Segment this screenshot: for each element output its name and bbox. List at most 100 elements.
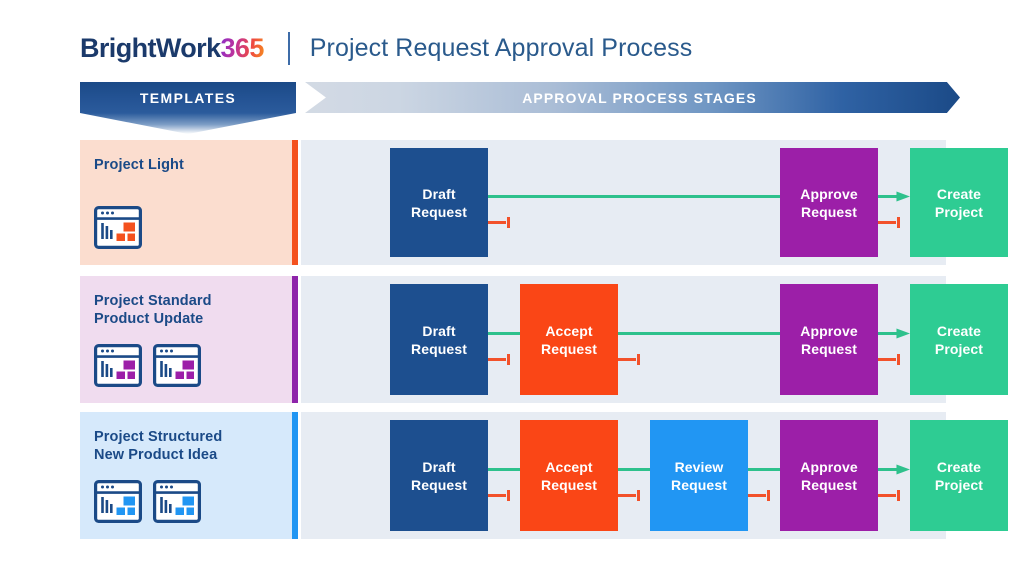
reject-line bbox=[488, 494, 506, 497]
connector-line bbox=[618, 332, 780, 335]
reject-terminator bbox=[897, 490, 900, 501]
dashboard-window-icon bbox=[94, 480, 142, 523]
stage-label-line: Draft bbox=[422, 185, 456, 202]
logo-wordmark: BrightWork bbox=[80, 32, 221, 63]
stage-label-line: Request bbox=[411, 476, 467, 493]
template-icons bbox=[94, 480, 201, 523]
stage-label-line: Request bbox=[801, 203, 857, 220]
stage-label-line: Accept bbox=[545, 458, 593, 475]
template-name-line: New Product Idea bbox=[94, 447, 218, 463]
templates-banner-body: TEMPLATES bbox=[80, 82, 296, 113]
stage-label-line: Request bbox=[801, 476, 857, 493]
stage-label-line: Review bbox=[674, 458, 724, 475]
template-cell[interactable]: Project Light bbox=[80, 140, 292, 265]
template-name-line: Product Update bbox=[94, 311, 204, 327]
stage-label-line: Project bbox=[934, 340, 984, 357]
header-divider bbox=[287, 31, 290, 65]
reject-line bbox=[488, 221, 506, 224]
dashboard-window-icon bbox=[94, 344, 142, 387]
reject-terminator bbox=[507, 490, 510, 501]
connector-line bbox=[488, 332, 520, 335]
reject-terminator bbox=[767, 490, 770, 501]
stage-label-line: Create bbox=[936, 322, 982, 339]
page-title: Project Request Approval Process bbox=[309, 33, 693, 62]
template-icons bbox=[94, 206, 142, 249]
stage-label-line: Create bbox=[936, 458, 982, 475]
reject-line bbox=[618, 358, 636, 361]
templates-banner-arrow-tip bbox=[80, 113, 296, 134]
reject-stop-icon bbox=[878, 354, 900, 365]
reject-stop-icon bbox=[488, 354, 510, 365]
reject-stop-icon bbox=[488, 490, 510, 501]
reject-stop-icon bbox=[488, 217, 510, 228]
stage-label-line: Request bbox=[671, 476, 727, 493]
connector-line bbox=[488, 195, 780, 198]
reject-line bbox=[878, 221, 896, 224]
reject-terminator bbox=[897, 354, 900, 365]
templates-banner: TEMPLATES bbox=[80, 82, 296, 134]
stage-label-line: Draft bbox=[422, 322, 456, 339]
row-accent-bar bbox=[292, 276, 298, 403]
row-accent-bar bbox=[292, 412, 298, 539]
stage-label-line: Request bbox=[801, 340, 857, 357]
arrow-right-icon bbox=[878, 328, 910, 339]
reject-terminator bbox=[637, 354, 640, 365]
reject-line bbox=[878, 358, 896, 361]
template-name: Project Light bbox=[94, 156, 292, 174]
dashboard-window-icon bbox=[153, 480, 201, 523]
stage-label-line: Create bbox=[936, 185, 982, 202]
reject-stop-icon bbox=[748, 490, 770, 501]
reject-stop-icon bbox=[878, 490, 900, 501]
stages-banner-label: APPROVAL PROCESS STAGES bbox=[522, 89, 757, 106]
stage-label-line: Project bbox=[934, 476, 984, 493]
dashboard-window-icon bbox=[153, 344, 201, 387]
reject-line bbox=[618, 494, 636, 497]
reject-terminator bbox=[637, 490, 640, 501]
approval-process-stages-banner: APPROVAL PROCESS STAGES bbox=[305, 82, 960, 113]
reject-line bbox=[488, 358, 506, 361]
logo-365: 365 bbox=[220, 32, 265, 63]
arrow-right-icon bbox=[878, 464, 910, 475]
templates-banner-label: TEMPLATES bbox=[139, 89, 237, 106]
reject-terminator bbox=[897, 217, 900, 228]
template-name-line: Project Light bbox=[94, 157, 184, 173]
stage-label-line: Approve bbox=[800, 322, 858, 339]
reject-line bbox=[878, 494, 896, 497]
stage-label-line: Request bbox=[541, 340, 597, 357]
reject-stop-icon bbox=[618, 490, 640, 501]
connector-line bbox=[748, 468, 780, 471]
connector-line bbox=[618, 468, 650, 471]
